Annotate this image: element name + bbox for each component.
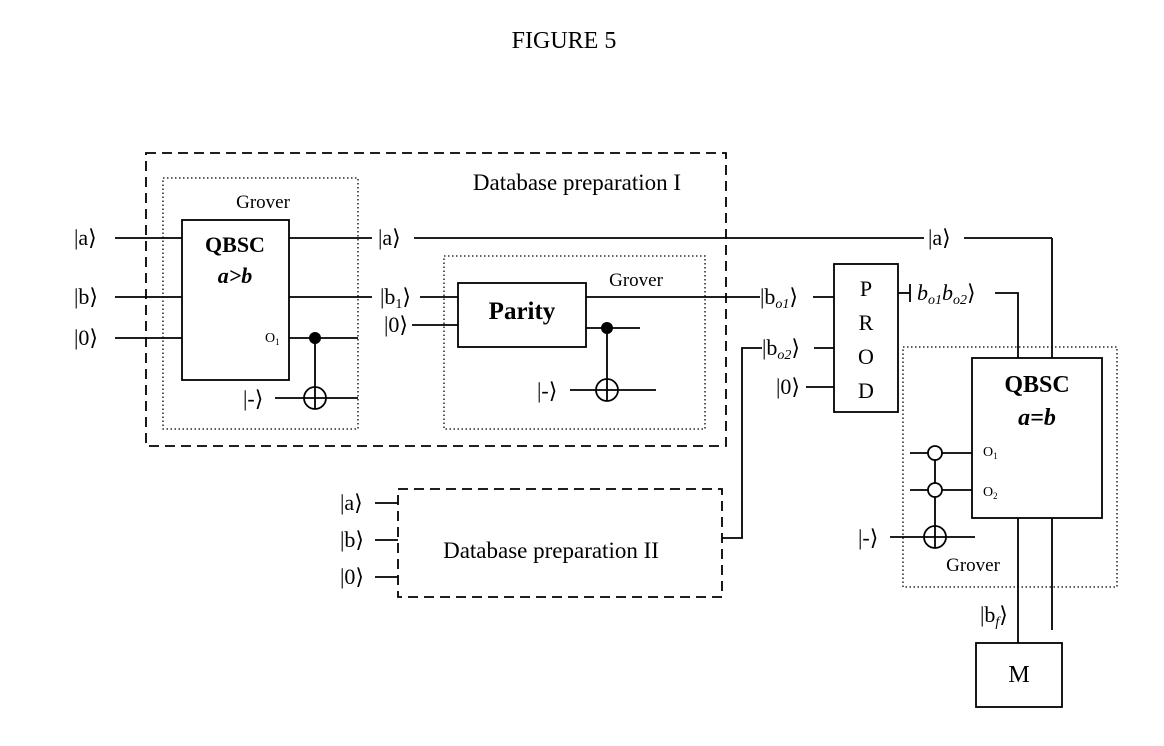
qbsc-eq-box [971,357,1103,519]
ket-b1: |b1⟩ [380,284,411,312]
grover-3-label: Grover [946,555,1000,576]
ket-a-db2: |a⟩ [340,490,363,515]
wire-db2-to-prod [722,347,762,539]
ket-a-right: |a⟩ [928,225,951,250]
grover-1-label: Grover [236,192,290,213]
db-prep-2-label: Database preparation II [443,538,659,563]
qbsc-gt-cond: a>b [218,263,253,288]
ket-a-in: |a⟩ [74,225,97,250]
grover-2-label: Grover [609,270,663,291]
qbsc-gt-title: QBSC [205,232,265,257]
ket-a-mid: |a⟩ [378,225,401,250]
grover-3-frame [902,346,1118,588]
db-prep-1-label: Database preparation I [473,170,681,195]
measure-label: M [1008,662,1029,688]
control-dot-1 [309,332,321,344]
ket-b-in: |b⟩ [74,284,98,309]
control-circle-1 [927,445,943,461]
ket-zero-in: |0⟩ [74,325,98,350]
parity-label: Parity [489,298,556,325]
grover-2-frame [443,255,706,430]
prod-letter-d: D [858,378,874,403]
port-o1-b: O1 [983,445,998,461]
port-o2-b: O2 [983,485,998,501]
ket-zero-prod: |0⟩ [776,374,800,399]
control-circle-2 [927,482,943,498]
ket-minus-1: |-⟩ [243,386,263,411]
qbsc-eq-cond: a=b [1018,405,1056,431]
measure-box [975,642,1063,708]
prod-letter-o: O [858,344,874,369]
prod-letter-r: R [859,310,874,335]
ket-minus-2: |-⟩ [537,378,557,403]
qbsc-gt-box [181,219,290,381]
ket-bo1: |bo1⟩ [760,284,798,312]
prod-letter-p: P [860,276,872,301]
prod-box [833,263,899,413]
ket-zero-parity: |0⟩ [384,312,408,337]
ket-b-db2: |b⟩ [340,527,364,552]
ket-zero-db2: |0⟩ [340,564,364,589]
ket-minus-3: |-⟩ [858,525,878,550]
port-o1-a: O1 [265,331,280,347]
db-prep-2-frame [397,488,723,598]
qbsc-eq-title: QBSC [1004,372,1069,398]
ket-prod-out: bo1bo2⟩ [917,280,976,308]
db-prep-1-frame [145,152,727,447]
ket-bo2: |bo2⟩ [762,335,800,363]
control-dot-2 [601,322,613,334]
grover-1-frame [162,177,359,430]
parity-box [457,282,587,348]
wire-prod-to-qbsc [995,292,1019,358]
figure-title: FIGURE 5 [512,28,617,54]
ket-bf: |bf⟩ [980,602,1008,630]
